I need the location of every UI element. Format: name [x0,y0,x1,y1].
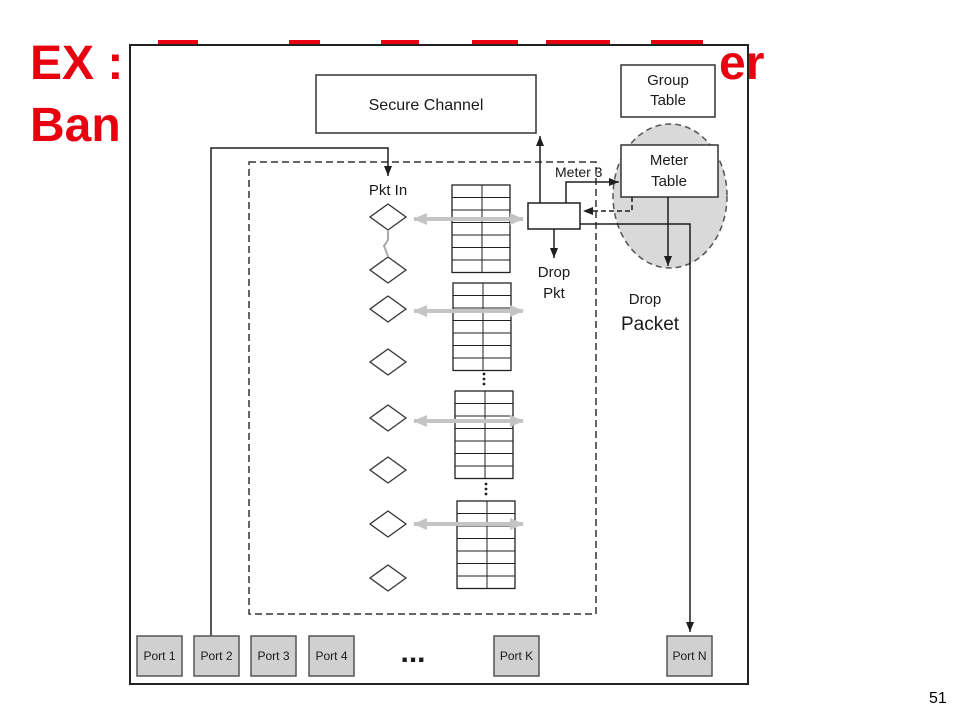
ports-row: Port 1 Port 2 Port 3 Port 4 ... Port K [136,635,713,677]
port-1-box [136,635,183,677]
match-diamonds [368,203,408,592]
meter-table-rect [620,144,719,198]
drop-packet-label-line1: Drop [629,291,662,308]
continuation-dot [484,487,488,491]
match-diamond [368,564,408,592]
flow-table-outline [456,500,516,590]
drop-pkt-label-line1: Drop [538,264,571,281]
match-diamond [368,295,408,323]
port-1-label: Port 1 [143,649,175,663]
group-table-rect [620,64,716,118]
table-continuation-dots [482,372,488,496]
pkt-in-label: Pkt In [369,182,407,199]
match-diamond [368,510,408,538]
port-3-label: Port 3 [257,649,289,663]
slide-title-line1-end: er [719,37,765,90]
port-2-label: Port 2 [200,649,232,663]
pipeline-dashed-boundary [248,161,597,615]
meter-3-label: Meter 3 [555,164,603,180]
port-ellipsis: ... [400,636,425,669]
flow-table-outline [454,390,514,480]
meter-table-label-line1: Meter [650,152,688,169]
to-meter-table-arrow [565,178,619,203]
port-k: Port K [493,635,540,677]
port-k-box [493,635,540,677]
port-n: Port N [666,635,713,677]
flow-table-2 [452,282,512,372]
group-table-label-line2: Table [650,92,686,109]
secure-channel-label: Secure Channel [369,97,484,114]
flow-table-4 [456,500,516,590]
port-3: Port 3 [250,635,297,677]
match-flow-arrows [413,213,524,530]
drop-pkt-label-line2: Pkt [543,285,566,302]
continuation-dot [482,372,486,376]
flow-table-1 [451,184,511,274]
group-table-box: Group Table [620,64,716,118]
diamond-connector [382,231,389,257]
continuation-dot [484,492,488,496]
match-diamond [368,203,408,231]
secure-channel-box: Secure Channel [315,74,537,134]
meter-table-label-line2: Table [651,173,687,190]
port-3-box [250,635,297,677]
match-diamond [368,404,408,432]
page-number: 51 [929,690,947,707]
port-2-box [193,635,240,677]
port-k-label: Port K [500,649,533,663]
port-n-box [666,635,713,677]
continuation-dot [482,377,486,381]
port-n-label: Port N [672,649,706,663]
match-diamond [368,456,408,484]
slide-title-line1-start: EX : [30,37,124,90]
to-port-n-arrow [580,223,694,632]
flow-table-3 [454,390,514,480]
meter-return-arrow [583,197,633,215]
meter-table-box: Meter Table [620,144,719,198]
group-table-label-line1: Group [647,72,689,89]
secure-channel-rect [315,74,537,134]
drop-packet-label-line2: Packet [621,314,680,335]
action-box [527,202,581,230]
port-2: Port 2 [193,635,240,677]
flow-table-outline [451,184,511,274]
slide-title-line2: Ban [30,99,121,152]
continuation-dot [484,482,488,486]
match-diamond [368,256,408,284]
match-diamond [368,348,408,376]
packet-in-arrow [210,147,392,636]
flow-table-outline [452,282,512,372]
port-4-label: Port 4 [315,649,347,663]
port-1: Port 1 [136,635,183,677]
port-4-box [308,635,355,677]
port-4: Port 4 [308,635,355,677]
continuation-dot [482,382,486,386]
